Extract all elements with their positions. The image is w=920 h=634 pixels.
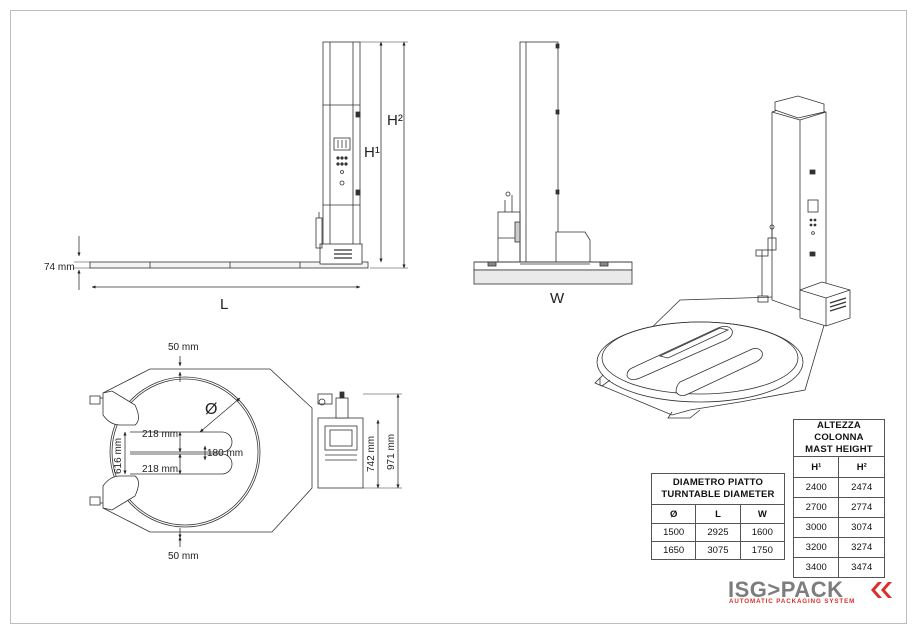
front-view — [473, 41, 633, 285]
table-cell: 3274 — [838, 537, 885, 558]
table-cell: 3000 — [792, 517, 840, 538]
logo-wordmark: ISG>PACK — [728, 577, 843, 603]
table-cell: 3400 — [792, 557, 840, 578]
logo-isg: ISG — [728, 577, 768, 602]
drawing-frame — [10, 10, 907, 624]
isometric-view — [594, 95, 851, 419]
table-cell: 2474 — [838, 477, 885, 498]
header-H2: H² — [838, 456, 885, 478]
dim-W-label: W — [550, 290, 565, 307]
table-row: 3400 3474 — [792, 557, 885, 578]
mast-table-title: ALTEZZA COLONNA MAST HEIGHT — [793, 419, 885, 457]
dim-971-label: 971 mm — [386, 434, 397, 470]
table-cell: 2700 — [792, 497, 840, 518]
header-L: L — [695, 504, 741, 524]
dim-180-label: 180 mm — [207, 448, 243, 459]
dim-L-label: L — [220, 296, 228, 313]
mast-height-table: ALTEZZA COLONNA MAST HEIGHT H¹ H² 2400 2… — [792, 419, 885, 578]
logo-pack: PACK — [780, 577, 844, 602]
logo-red-chevron-icon — [871, 582, 892, 598]
table-cell: 3074 — [838, 517, 885, 538]
dim-H2-label: H² — [387, 112, 403, 129]
table-row: 2700 2774 — [792, 497, 885, 518]
table-row: 3000 3074 — [792, 517, 885, 538]
table-cell: 1750 — [739, 541, 786, 560]
turntable-title-it: DIAMETRO PIATTO — [672, 477, 764, 488]
dim-616-label: 616 mm — [113, 438, 124, 474]
turntable-title-en: TURNTABLE DIAMETER — [661, 489, 775, 500]
table-cell: 1650 — [650, 541, 697, 560]
dim-50-bottom-label: 50 mm — [168, 551, 199, 562]
turntable-diameter-table: DIAMETRO PIATTO TURNTABLE DIAMETER Ø L W… — [650, 473, 786, 560]
table-cell: 1500 — [650, 523, 697, 542]
dim-H1-label: H¹ — [364, 144, 380, 161]
logo-tagline: AUTOMATIC PACKAGING SYSTEM — [729, 598, 856, 605]
table-row: 3200 3274 — [792, 537, 885, 558]
dim-50-top-label: 50 mm — [168, 342, 199, 353]
table-row: 2400 2474 — [792, 477, 885, 498]
table-row: 1650 3075 1750 — [650, 541, 786, 560]
side-view — [74, 41, 408, 290]
top-view — [89, 356, 402, 547]
mast-title-it: ALTEZZA COLONNA — [814, 420, 864, 443]
header-W: W — [739, 504, 786, 524]
table-row: 1500 2925 1600 — [650, 523, 786, 542]
table-cell: 3075 — [695, 541, 741, 560]
header-diameter: Ø — [650, 504, 697, 524]
header-H1: H¹ — [792, 456, 840, 478]
diameter-symbol: Ø — [205, 401, 217, 418]
dim-218-bottom-label: 218 mm — [142, 464, 178, 475]
table-cell: 3474 — [838, 557, 885, 578]
table-cell: 2400 — [792, 477, 840, 498]
dim-74-label: 74 mm — [44, 262, 75, 273]
isg-pack-logo: ISG>PACK AUTOMATIC PACKAGING SYSTEM — [726, 577, 896, 610]
table-cell: 1600 — [739, 523, 786, 542]
turntable-table-title: DIAMETRO PIATTO TURNTABLE DIAMETER — [651, 473, 785, 505]
logo-arrow-icon: > — [767, 577, 781, 602]
dim-218-top-label: 218 mm — [142, 429, 178, 440]
mast-title-en: MAST HEIGHT — [805, 444, 873, 455]
table-cell: 3200 — [792, 537, 840, 558]
dim-742-label: 742 mm — [366, 436, 377, 472]
table-cell: 2774 — [838, 497, 885, 518]
table-cell: 2925 — [695, 523, 741, 542]
